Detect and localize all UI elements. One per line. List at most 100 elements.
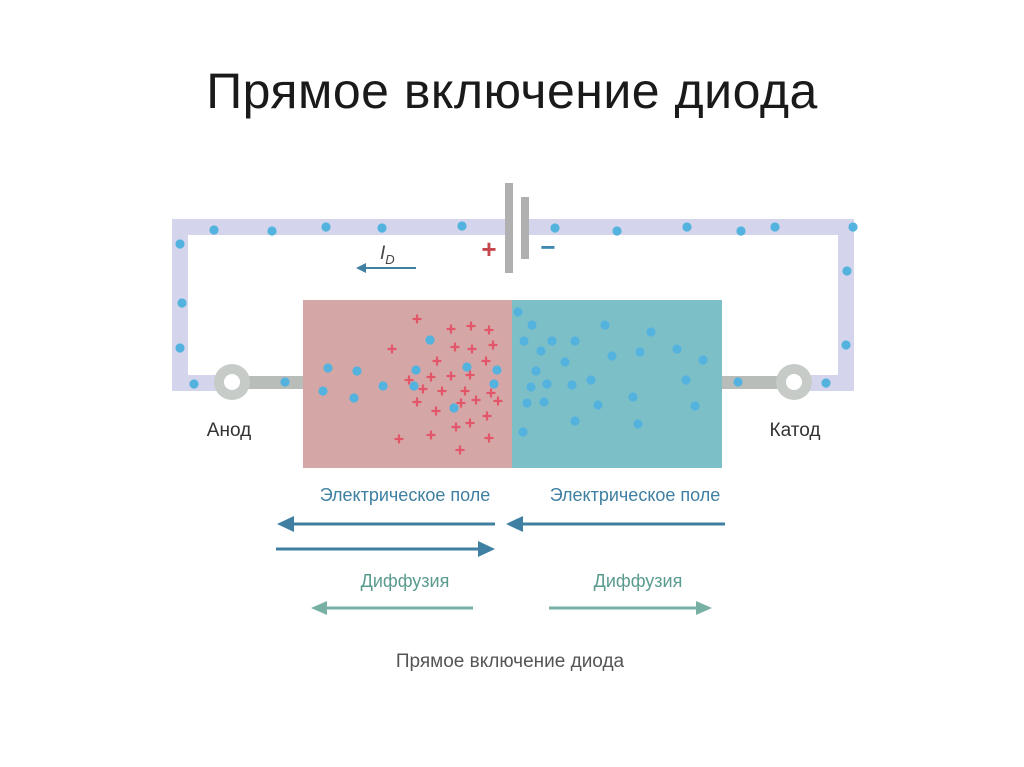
electron-dot — [519, 336, 529, 346]
wire-right — [838, 219, 854, 391]
electron-dot — [607, 351, 617, 361]
battery-plus-sign: + — [481, 234, 496, 264]
hole-plus — [446, 371, 456, 381]
field-arrow-left-bottom — [276, 541, 495, 557]
electron-dot — [539, 397, 549, 407]
field-arrow-left-top — [277, 516, 495, 532]
electron-dot — [672, 344, 682, 354]
hole-plus — [456, 398, 466, 408]
electron-dot — [352, 366, 362, 376]
electron-dot — [318, 386, 328, 396]
battery-icon — [505, 183, 529, 273]
hole-plus — [437, 386, 447, 396]
electron-dot — [349, 393, 359, 403]
diffusion-arrow-right — [549, 601, 712, 615]
electron-dot — [527, 320, 537, 330]
hole-charges — [387, 314, 503, 455]
electron-dot — [550, 223, 560, 233]
p-region — [303, 300, 512, 468]
hole-plus — [387, 344, 397, 354]
electron-dot — [175, 239, 185, 249]
electron-dot — [323, 363, 333, 373]
hole-plus — [412, 314, 422, 324]
electron-dot — [175, 343, 185, 353]
electron-dots — [175, 221, 858, 437]
hole-plus — [465, 370, 475, 380]
electron-dot — [489, 379, 499, 389]
electron-dot — [841, 340, 851, 350]
electron-dot — [612, 226, 622, 236]
hole-plus — [482, 411, 492, 421]
hole-plus — [431, 406, 441, 416]
battery-minus-sign: − — [540, 232, 555, 262]
electron-dot — [321, 222, 331, 232]
battery-long-plate — [505, 183, 513, 273]
hole-plus — [484, 433, 494, 443]
electron-dot — [842, 266, 852, 276]
electron-dot — [409, 381, 419, 391]
hole-plus — [432, 356, 442, 366]
electron-dot — [635, 347, 645, 357]
electron-dot — [531, 366, 541, 376]
electron-dot — [522, 398, 532, 408]
hole-plus — [426, 372, 436, 382]
field-arrow-right-top — [506, 516, 725, 532]
hole-plus — [481, 356, 491, 366]
electron-dot — [411, 365, 421, 375]
diffusion-label-right: Диффузия — [594, 571, 683, 591]
electron-dot — [733, 377, 743, 387]
electron-dot — [736, 226, 746, 236]
electron-dot — [628, 392, 638, 402]
electron-dot — [449, 403, 459, 413]
electron-dot — [378, 381, 388, 391]
current-arrow — [356, 263, 416, 273]
electron-dot — [526, 382, 536, 392]
hole-plus — [455, 445, 465, 455]
electron-dot — [600, 320, 610, 330]
current-label: ID — [380, 243, 395, 267]
anode-terminal — [214, 364, 304, 400]
electron-dot — [457, 221, 467, 231]
cathode-label: Катод — [770, 420, 821, 441]
electron-dot — [567, 380, 577, 390]
electron-dot — [646, 327, 656, 337]
electron-dot — [280, 377, 290, 387]
electron-dot — [518, 427, 528, 437]
electron-dot — [560, 357, 570, 367]
hole-plus — [488, 340, 498, 350]
hole-plus — [486, 388, 496, 398]
diagram-caption: Прямое включение диода — [396, 651, 625, 672]
electron-dot — [462, 362, 472, 372]
hole-plus — [446, 324, 456, 334]
electron-dot — [542, 379, 552, 389]
slide-title: Прямое включение диода — [206, 63, 818, 119]
hole-plus — [426, 430, 436, 440]
electron-dot — [536, 346, 546, 356]
hole-plus — [460, 386, 470, 396]
electron-dot — [698, 355, 708, 365]
hole-plus — [412, 397, 422, 407]
wire-top-left — [172, 219, 507, 235]
hole-plus — [451, 422, 461, 432]
electron-dot — [681, 375, 691, 385]
diffusion-arrow-left — [311, 601, 473, 615]
hole-plus — [466, 321, 476, 331]
hole-plus — [484, 325, 494, 335]
electron-dot — [848, 222, 858, 232]
hole-plus — [471, 395, 481, 405]
electron-dot — [570, 416, 580, 426]
diffusion-label-left: Диффузия — [361, 571, 450, 591]
electron-dot — [547, 336, 557, 346]
field-label-left: Электрическое поле — [320, 485, 491, 505]
electron-dot — [682, 222, 692, 232]
electron-dot — [492, 365, 502, 375]
electron-dot — [690, 401, 700, 411]
electron-dot — [633, 419, 643, 429]
hole-plus — [493, 396, 503, 406]
electron-dot — [267, 226, 277, 236]
hole-plus — [404, 375, 414, 385]
electron-dot — [209, 225, 219, 235]
battery-short-plate — [521, 197, 529, 259]
electron-dot — [425, 335, 435, 345]
electron-dot — [593, 400, 603, 410]
